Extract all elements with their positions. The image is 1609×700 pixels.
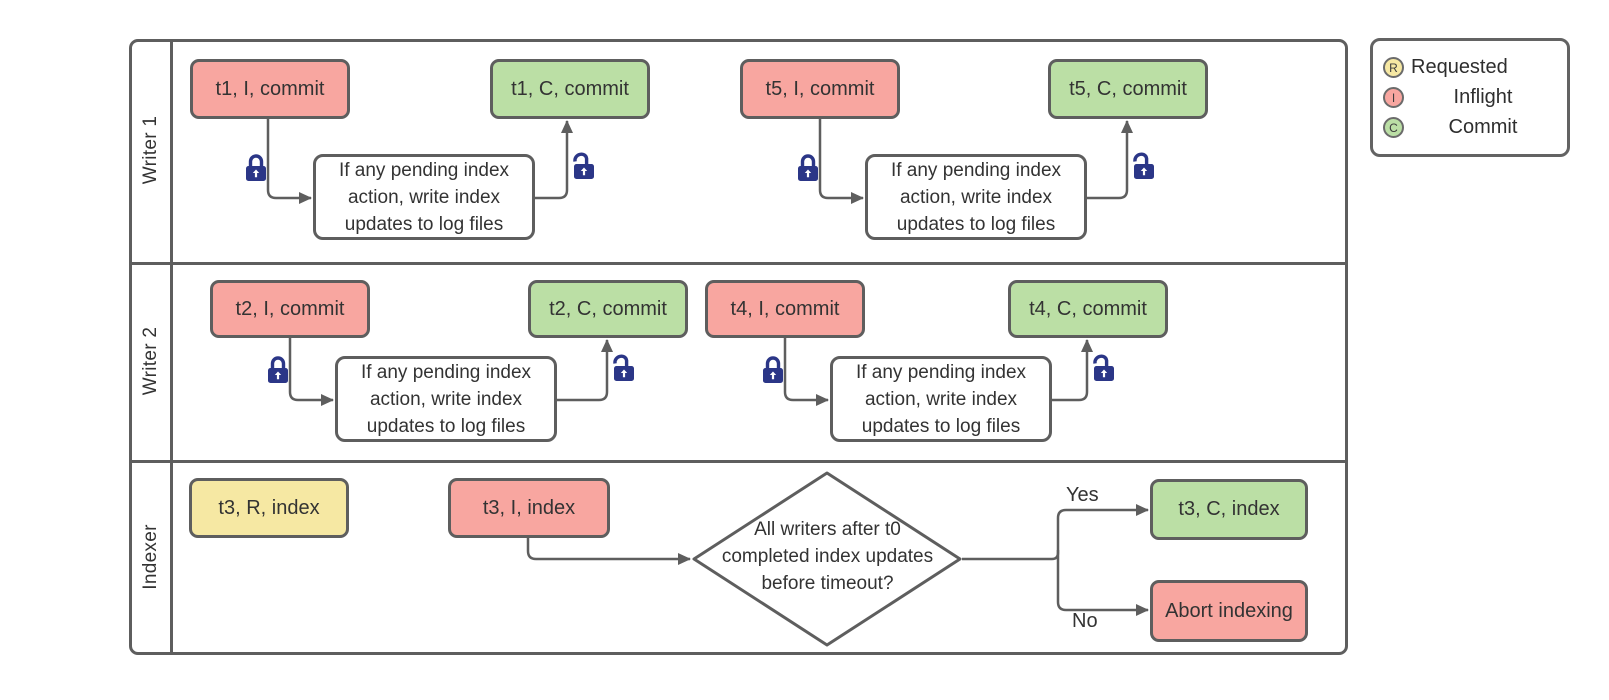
swimlane-pool	[129, 39, 1348, 655]
legend-label-inflight: Inflight	[1453, 86, 1513, 108]
node-t2-inflight[interactable]: t2, I, commit	[210, 280, 370, 338]
lock-open-icon	[1133, 152, 1154, 179]
lane-divider-writer1-writer2	[132, 262, 1345, 265]
node-t1-commit[interactable]: t1, C, commit	[490, 59, 650, 119]
node-t1-inflight[interactable]: t1, I, commit	[190, 59, 350, 119]
node-process-writer2-b[interactable]: If any pending index action, write index…	[830, 356, 1052, 442]
node-process-writer2-a[interactable]: If any pending index action, write index…	[335, 356, 557, 442]
lock-open-icon	[573, 152, 594, 179]
node-t3-requested[interactable]: t3, R, index	[189, 478, 349, 538]
node-t5-inflight[interactable]: t5, I, commit	[740, 59, 900, 119]
lane-divider-writer2-indexer	[132, 460, 1345, 463]
lane-label-column-divider	[170, 42, 173, 652]
decision-text: All writers after t0 completed index upd…	[721, 519, 934, 594]
legend-label-commit: Commit	[1448, 116, 1518, 138]
legend-box[interactable]: R Requested I Inflight C Commit	[1370, 38, 1570, 157]
node-t3-inflight[interactable]: t3, I, index	[448, 478, 610, 538]
lock-closed-icon	[798, 154, 818, 181]
lock-open-icon	[613, 354, 634, 381]
node-t3-commit[interactable]: t3, C, index	[1150, 479, 1308, 540]
lock-closed-icon	[763, 356, 783, 383]
node-t5-commit[interactable]: t5, C, commit	[1048, 59, 1208, 119]
commit-state-icon: C	[1383, 117, 1404, 138]
lock-closed-icon	[268, 356, 288, 383]
node-t2-commit[interactable]: t2, C, commit	[528, 280, 688, 338]
lock-open-icon	[1093, 354, 1114, 381]
legend-item-commit: C Commit	[1383, 115, 1557, 141]
inflight-state-icon: I	[1383, 87, 1404, 108]
edge-label-yes: Yes	[1066, 484, 1099, 506]
node-t4-commit[interactable]: t4, C, commit	[1008, 280, 1168, 338]
legend-label-requested: Requested	[1411, 56, 1508, 78]
node-t4-inflight[interactable]: t4, I, commit	[705, 280, 865, 338]
edge-label-no: No	[1072, 610, 1098, 632]
node-process-writer1-a[interactable]: If any pending index action, write index…	[313, 154, 535, 240]
decision-diamond[interactable]	[692, 471, 962, 647]
node-abort-indexing[interactable]: Abort indexing	[1150, 580, 1308, 642]
legend-item-requested: R Requested	[1383, 55, 1557, 81]
node-process-writer1-b[interactable]: If any pending index action, write index…	[865, 154, 1087, 240]
requested-state-icon: R	[1383, 57, 1404, 78]
lock-closed-icon	[246, 154, 266, 181]
legend-item-inflight: I Inflight	[1383, 85, 1557, 111]
